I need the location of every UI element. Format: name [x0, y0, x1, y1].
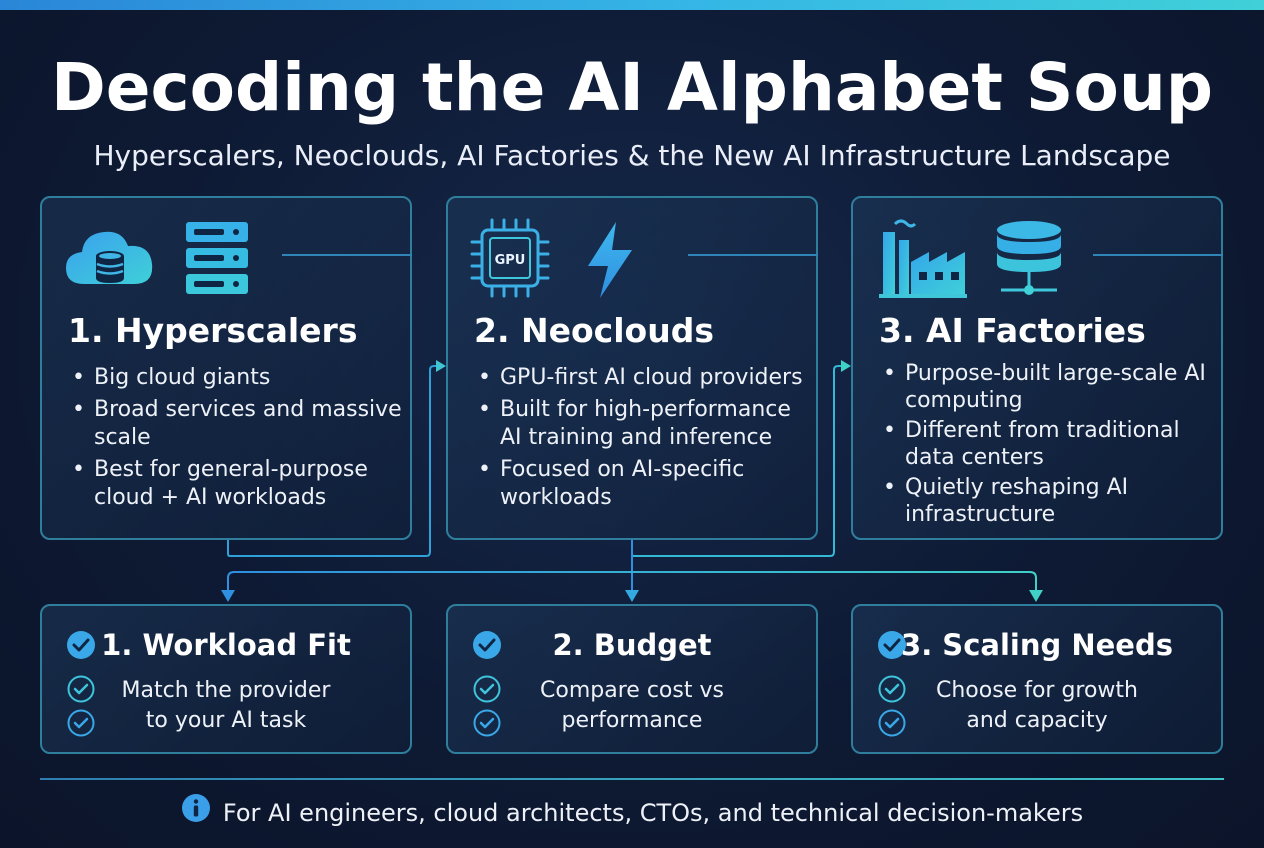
bullet-item: GPU-first AI cloud providers — [474, 364, 814, 392]
bullet-list-hyperscalers: Big cloud giants Broad services and mass… — [68, 364, 408, 516]
arrowhead-workload-fit — [221, 590, 235, 602]
check-circle-outline-icon — [877, 674, 907, 708]
bullet-item: Quietly reshaping AI infrastructure — [879, 474, 1219, 528]
criteria-title-scaling-needs: 3. Scaling Needs — [901, 628, 1173, 662]
criteria-line: and capacity — [966, 708, 1108, 733]
check-circle-outline-icon — [66, 708, 96, 742]
footer-note: For AI engineers, cloud architects, CTOs… — [0, 793, 1264, 832]
criteria-line: Choose for growth — [935, 678, 1138, 703]
footer-divider — [40, 778, 1224, 780]
check-circle-filled-icon — [472, 630, 502, 664]
card-title-ai-factories: 3. AI Factories — [879, 311, 1146, 350]
cloud-database-icon — [64, 218, 156, 302]
server-rack-icon — [184, 220, 250, 300]
arrowhead-budget — [625, 590, 639, 602]
criteria-card-scaling-needs: 3. Scaling Needs Choose for growth and c… — [851, 604, 1223, 754]
bullet-item: Purpose-built large-scale AI computing — [879, 360, 1219, 414]
factory-icon — [877, 214, 969, 304]
criteria-card-workload-fit: 1. Workload Fit Match the provider to yo… — [40, 604, 412, 754]
arrowhead-neoclouds — [436, 360, 446, 372]
connector-branch-bar — [227, 571, 1037, 594]
criteria-line: Compare cost vs — [540, 678, 724, 703]
check-circle-filled-icon — [66, 630, 96, 664]
bullet-item: Built for high-performance AI training a… — [474, 396, 814, 452]
check-circle-outline-icon — [877, 708, 907, 742]
bullet-item: Focused on AI-specific workloads — [474, 456, 814, 512]
card-header-rule — [688, 254, 818, 256]
check-circle-outline-icon — [472, 674, 502, 708]
gpu-chip-icon: GPU — [470, 216, 550, 304]
arrowhead-scaling-needs — [1029, 590, 1043, 602]
criteria-card-budget: 2. Budget Compare cost vs performance — [446, 604, 818, 754]
footer-text: For AI engineers, cloud architects, CTOs… — [222, 799, 1084, 827]
card-title-hyperscalers: 1. Hyperscalers — [68, 311, 358, 350]
check-circle-outline-icon — [472, 708, 502, 742]
criteria-line: Match the provider — [121, 678, 331, 703]
bullet-item: Broad services and massive scale — [68, 396, 408, 452]
card-hyperscalers: 1. Hyperscalers Big cloud giants Broad s… — [40, 196, 412, 540]
check-circle-outline-icon — [66, 674, 96, 708]
gpu-label: GPU — [495, 253, 526, 268]
network-database-icon — [993, 220, 1065, 306]
card-ai-factories: 3. AI Factories Purpose-built large-scal… — [851, 196, 1223, 540]
info-icon — [181, 793, 211, 832]
page-title: Decoding the AI Alphabet Soup — [50, 49, 1214, 126]
card-title-neoclouds: 2. Neoclouds — [474, 311, 714, 350]
bullet-item: Different from traditional data centers — [879, 417, 1219, 471]
criteria-line: performance — [561, 708, 703, 733]
bullet-list-neoclouds: GPU-first AI cloud providers Built for h… — [474, 364, 814, 516]
bullet-list-ai-factories: Purpose-built large-scale AI computing D… — [879, 360, 1219, 531]
card-header-rule — [1093, 254, 1223, 256]
card-header-rule — [282, 254, 412, 256]
top-accent-bar — [0, 0, 1264, 10]
criteria-title-budget: 2. Budget — [552, 628, 712, 662]
lightning-bolt-icon — [582, 220, 638, 304]
bullet-item: Best for general-purpose cloud + AI work… — [68, 456, 408, 512]
criteria-line: to your AI task — [145, 708, 307, 733]
page-subtitle: Hyperscalers, Neoclouds, AI Factories & … — [93, 139, 1171, 172]
criteria-title-workload-fit: 1. Workload Fit — [101, 628, 351, 662]
check-circle-filled-icon — [877, 630, 907, 664]
card-neoclouds: GPU 2. Neoclouds GPU-first AI cloud prov… — [446, 196, 818, 540]
arrowhead-factories — [841, 360, 851, 372]
bullet-item: Big cloud giants — [68, 364, 408, 392]
